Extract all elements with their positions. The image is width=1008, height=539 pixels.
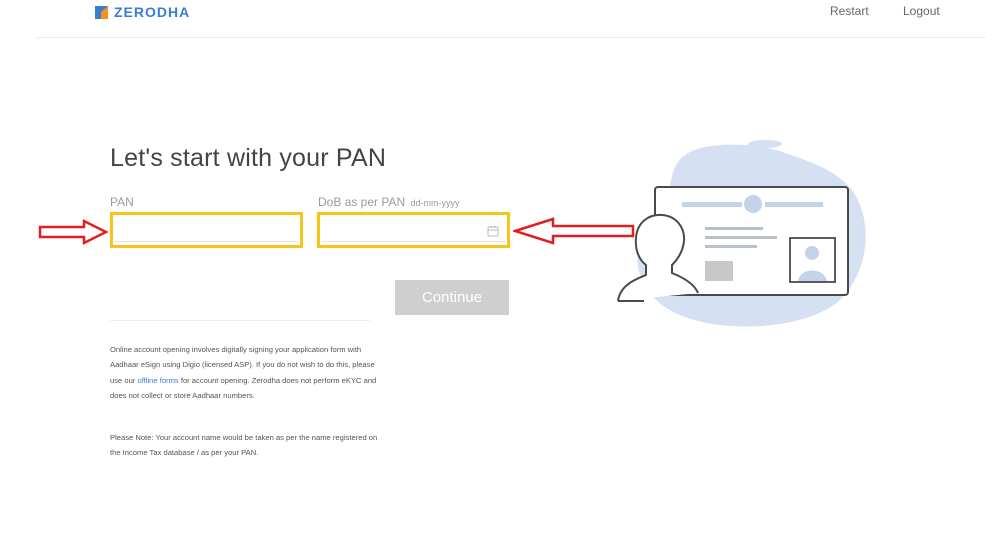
page-title: Let's start with your PAN [110,144,387,172]
pan-label: PAN [110,195,134,209]
pan-field-wrapper [110,212,303,248]
zerodha-logo-icon [95,5,108,19]
calendar-icon[interactable] [487,225,499,237]
top-header: ZERODHA Restart Logout [0,0,1008,38]
pan-underline [115,241,298,242]
info-text-part1: Online account opening involves digitall… [110,345,375,385]
esign-info-text: Online account opening involves digitall… [110,342,380,404]
dob-underline [322,241,505,242]
brand-logo[interactable]: ZERODHA [95,3,190,21]
annotation-arrow-left-icon [513,217,635,245]
logout-link[interactable]: Logout [903,4,940,18]
pan-input[interactable] [113,215,300,245]
dob-label-text: DoB as per PAN [318,195,406,209]
dob-input[interactable] [320,215,507,245]
dob-field-wrapper [317,212,510,248]
id-card-illustration [617,140,866,327]
section-divider [110,320,370,321]
dob-label: DoB as per PAN dd-mm-yyyy [318,195,460,209]
continue-button[interactable]: Continue [395,280,509,315]
dob-format-hint: dd-mm-yyyy [410,198,460,208]
annotation-arrow-right-icon [38,219,108,245]
restart-link[interactable]: Restart [830,4,869,18]
header-divider [36,37,986,38]
brand-name: ZERODHA [114,4,191,20]
account-name-note: Please Note: Your account name would be … [110,433,378,458]
offline-forms-link[interactable]: offline forms [137,375,179,385]
info-text-part2: for account opening. Zerodha does not pe… [110,375,377,401]
